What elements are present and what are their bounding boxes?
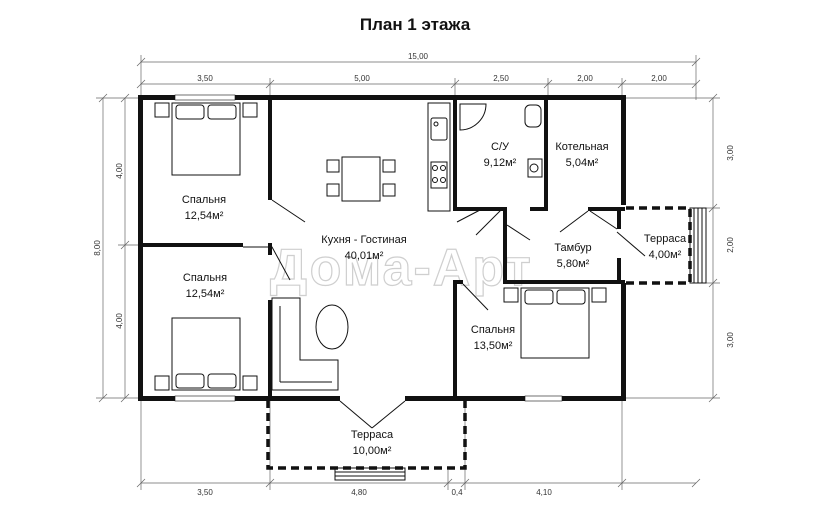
room-bedroom-3-name: Спальня xyxy=(471,324,515,336)
dim-top-3: 2,50 xyxy=(493,74,509,83)
room-front-terrace-area: 10,00м² xyxy=(353,445,392,457)
dim-right-3: 3,00 xyxy=(726,332,735,348)
bed-bottom-left xyxy=(154,317,258,391)
dim-bottom-4: 4,10 xyxy=(536,488,552,497)
bed-top-left xyxy=(154,102,258,176)
room-boiler-area: 5,04м² xyxy=(566,157,599,169)
dim-bottom-2: 4,80 xyxy=(351,488,367,497)
bathroom-fixtures xyxy=(459,103,543,178)
room-bathroom-area: 9,12м² xyxy=(484,157,517,169)
dim-left-2: 4,00 xyxy=(115,313,124,329)
kitchen-counter xyxy=(427,102,451,212)
plan-title: План 1 этажа xyxy=(360,15,471,34)
dim-right-1: 3,00 xyxy=(726,145,735,161)
walls xyxy=(138,94,626,402)
dim-top-4: 2,00 xyxy=(577,74,593,83)
room-bedroom-1-area: 12,54м² xyxy=(185,210,224,222)
dim-top-2: 5,00 xyxy=(354,74,370,83)
dim-top-5: 2,00 xyxy=(651,74,667,83)
side-terrace-outline xyxy=(626,206,692,285)
door-swings xyxy=(243,199,646,429)
room-boiler-name: Котельная xyxy=(555,141,608,153)
room-bedroom-1-name: Спальня xyxy=(182,194,226,206)
room-side-terrace-name: Терраса xyxy=(644,233,687,245)
room-tambur-area: 5,80м² xyxy=(557,258,590,270)
room-side-terrace-area: 4,00м² xyxy=(649,249,682,261)
dim-left-1: 4,00 xyxy=(115,163,124,179)
dining-table xyxy=(326,156,396,202)
coffee-table xyxy=(315,304,349,350)
room-kitchen-living-area: 40,01м² xyxy=(345,250,384,262)
dim-bottom-3: 0,4 xyxy=(451,488,463,497)
room-tambur-name: Тамбур xyxy=(554,242,591,254)
steps xyxy=(334,207,707,481)
sofa xyxy=(271,297,339,391)
bed-right xyxy=(503,287,607,359)
dim-bottom-1: 3,50 xyxy=(197,488,213,497)
room-bathroom-name: С/У xyxy=(491,141,510,153)
room-bedroom-3-area: 13,50м² xyxy=(474,340,513,352)
dim-left-total: 8,00 xyxy=(93,240,102,256)
dim-top-1: 3,50 xyxy=(197,74,213,83)
front-terrace-outline xyxy=(266,400,467,470)
dim-total-width: 15,00 xyxy=(408,52,429,61)
watermark: Дома-Арт xyxy=(270,239,533,297)
room-front-terrace-name: Терраса xyxy=(351,429,394,441)
room-kitchen-living-name: Кухня - Гостиная xyxy=(321,234,406,246)
room-bedroom-2-name: Спальня xyxy=(183,272,227,284)
dim-right-2: 2,00 xyxy=(726,237,735,253)
room-bedroom-2-area: 12,54м² xyxy=(186,288,225,300)
